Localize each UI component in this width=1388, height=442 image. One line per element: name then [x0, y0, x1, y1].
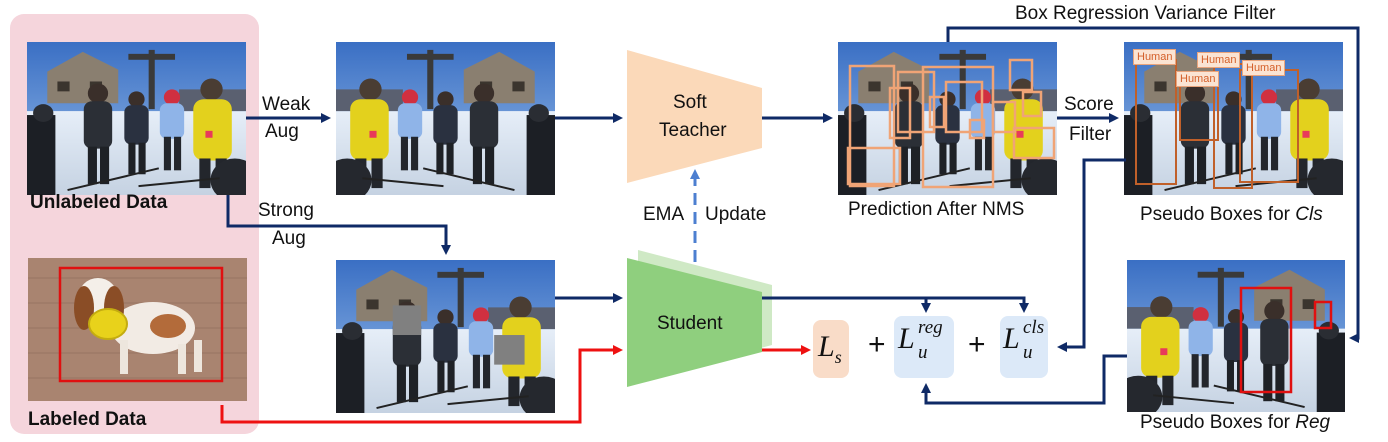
- strong-aug-image: [336, 260, 555, 413]
- student-shape: [627, 258, 762, 387]
- strong-aug-arrow: [226, 195, 451, 255]
- update-label: Update: [705, 204, 767, 225]
- pseudo-reg-caption: Pseudo Boxes for Reg: [1140, 412, 1331, 433]
- reg-pseudo-to-lreg-arrow: [921, 354, 1127, 405]
- soft-teacher-label-2: Teacher: [659, 120, 727, 141]
- ls-term: Ls: [818, 330, 842, 367]
- strong-aug-label-2: Aug: [272, 228, 306, 249]
- plus-sign-1: +: [868, 328, 886, 361]
- lreg-box: [894, 316, 954, 378]
- box-regression-variance-filter-arrow: [946, 26, 1360, 343]
- weak-aug-label: Weak: [262, 94, 311, 115]
- box-regression-variance-filter-label: Box Regression Variance Filter: [1015, 3, 1276, 24]
- pseudo-reg-image: [1127, 260, 1345, 412]
- lcls-box: [1000, 316, 1048, 378]
- pseudo-cls-caption: Pseudo Boxes for Cls: [1140, 204, 1323, 225]
- ls-box: [813, 320, 849, 378]
- score-filter-label: Score: [1064, 94, 1114, 115]
- human-tag-2: Human: [1197, 52, 1241, 68]
- soft-teacher-label: Soft: [673, 92, 707, 113]
- human-tag-1: Human: [1133, 49, 1177, 65]
- human-tag-4: Human: [1242, 60, 1286, 76]
- lcls-term: L cls u: [1003, 317, 1045, 363]
- plus-sign-2: +: [968, 328, 986, 361]
- soft-teacher-shape: [627, 50, 762, 183]
- unlabeled-data-label: Unlabeled Data: [30, 192, 168, 213]
- cls-pseudo-to-lcls-arrow: [1057, 158, 1126, 352]
- labeled-data-label: Labeled Data: [28, 409, 147, 430]
- lreg-term: L reg u: [898, 317, 943, 363]
- prediction-after-nms-caption: Prediction After NMS: [848, 199, 1025, 220]
- weak-aug-label-2: Aug: [265, 121, 299, 142]
- labeled-red-arrow: [220, 345, 623, 424]
- labeled-image: [28, 258, 247, 401]
- score-filter-label-2: Filter: [1069, 124, 1112, 145]
- ema-label: EMA: [643, 204, 685, 225]
- student-label: Student: [657, 313, 723, 334]
- student-to-lu-arrows: [762, 296, 1029, 313]
- human-tag-3: Human: [1176, 71, 1220, 87]
- prediction-after-nms-image: [838, 42, 1057, 195]
- strong-aug-label: Strong: [258, 200, 314, 221]
